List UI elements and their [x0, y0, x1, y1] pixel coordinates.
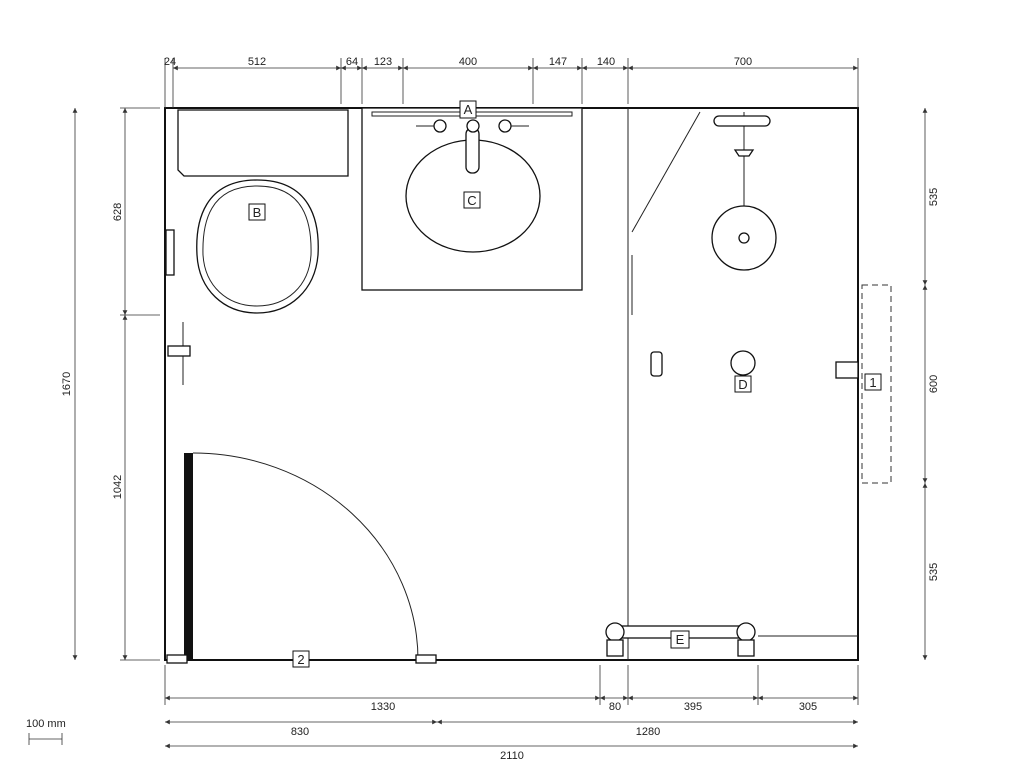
- scale-bar-label: 100 mm: [26, 718, 66, 730]
- dim-right-2: 600: [928, 375, 940, 393]
- dim-left-2: 1042: [112, 475, 124, 499]
- dim-top-4: 123: [374, 56, 392, 68]
- shower-drain: [730, 350, 756, 376]
- dim-top-7: 140: [597, 56, 615, 68]
- grab-rail: [605, 622, 756, 657]
- dim-bottom-1: 1330: [371, 701, 395, 713]
- tag-a: A: [459, 100, 477, 119]
- dim-bottom-3: 395: [684, 701, 702, 713]
- shower-valve: [835, 361, 859, 379]
- towel-hook: [167, 322, 191, 385]
- tag-2: 2: [292, 650, 310, 668]
- scale-bar: 100 mm: [26, 718, 66, 745]
- dim-bottom-total: 2110: [500, 750, 524, 762]
- dim-top-2: 512: [248, 56, 266, 68]
- svg-text:2: 2: [297, 652, 304, 667]
- dimension-lines: [72, 58, 928, 749]
- shower-area: [627, 108, 859, 660]
- dim-left-1: 628: [112, 203, 124, 221]
- svg-text:C: C: [467, 193, 476, 208]
- tag-1: 1: [864, 373, 882, 391]
- dim-bottom-4: 305: [799, 701, 817, 713]
- toilet-roll-holder: [165, 229, 175, 276]
- dim-top-1: 24: [164, 56, 176, 68]
- svg-text:D: D: [738, 377, 747, 392]
- dim-left-total: 1670: [61, 372, 73, 396]
- svg-text:1: 1: [869, 375, 876, 390]
- door-swing: [166, 452, 437, 664]
- dim-top-8: 700: [734, 56, 752, 68]
- dim-top-6: 147: [549, 56, 567, 68]
- svg-text:A: A: [464, 102, 473, 117]
- toilet: [177, 109, 349, 314]
- tag-c: C: [463, 191, 481, 209]
- tag-b: B: [248, 203, 266, 221]
- svg-text:E: E: [676, 632, 685, 647]
- dim-top-5: 400: [459, 56, 477, 68]
- tag-d: D: [734, 375, 752, 393]
- dim-bottom-2: 80: [609, 701, 621, 713]
- soap-holder: [650, 351, 663, 377]
- dim-bottom-6: 1280: [636, 726, 660, 738]
- window-outline: [861, 284, 892, 484]
- dim-bottom-5: 830: [291, 726, 309, 738]
- dim-top-3: 64: [346, 56, 358, 68]
- dim-right-1: 535: [928, 188, 940, 206]
- svg-text:B: B: [253, 205, 262, 220]
- dim-right-3: 535: [928, 563, 940, 581]
- tag-e: E: [670, 630, 690, 649]
